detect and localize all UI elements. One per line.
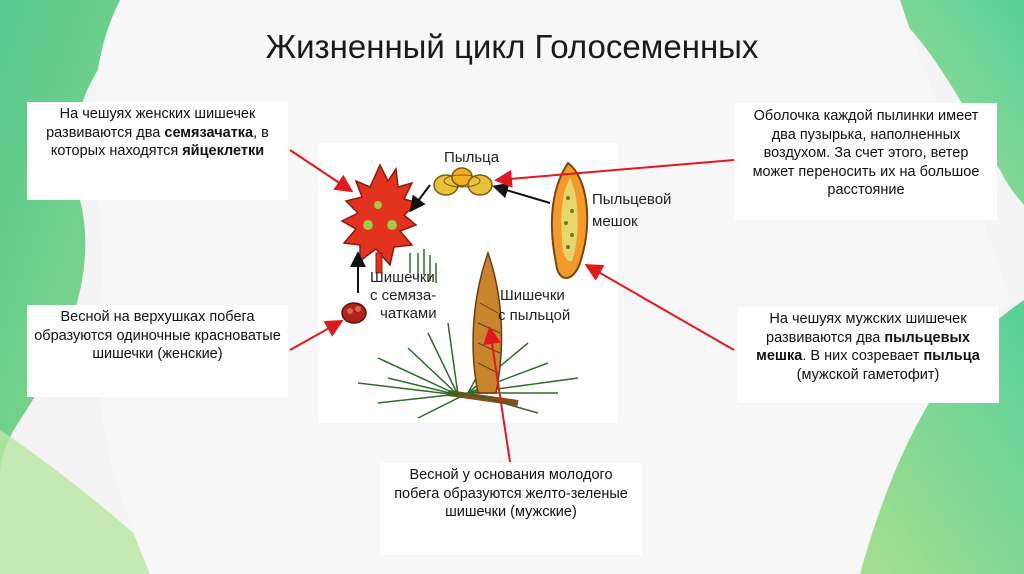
spring-top-box: Весной на верхушках побега образуются од… — [27, 305, 288, 397]
label-pollen: Пыльца — [444, 149, 500, 166]
right-top-wave-shape — [880, 0, 1024, 205]
female-scales-box: На чешуях женских шишечек развиваются дв… — [27, 102, 288, 200]
pollen-grain-drawing — [433, 167, 493, 196]
arrow-sac-to-pollen — [492, 182, 551, 204]
pine-life-cycle-figure: Пыльца Пыльцевой мешок Шишечки с семяза-… — [318, 143, 671, 423]
male-scales-text-2: . В них созревает — [802, 348, 924, 364]
figure-drawing — [340, 161, 589, 419]
female-scales-text-2: , в которых находятся — [50, 124, 269, 160]
egg-cell-term: яйцеклетки — [182, 143, 265, 159]
pollen-sac-term: пыльцевых мешка — [756, 329, 970, 365]
spring-top-text: Весной на верхушках побега образуются од… — [34, 309, 281, 362]
label-pollen-cones-2: с пыльцой — [498, 307, 571, 324]
pine-branch-drawing — [357, 249, 579, 419]
male-scales-text-1: На чешуях мужских шишечек развиваются дв… — [766, 311, 967, 346]
female-cone-scale-drawing — [340, 163, 420, 274]
pollen-shell-box: Оболочка каждой пылинки имеет два пузырь… — [735, 103, 997, 220]
left-bottom-wave-shape — [0, 430, 180, 574]
ovule-term: семязачатка — [164, 124, 254, 141]
label-seed-cones-2: с семяза- — [370, 287, 437, 304]
male-scales-box: На чешуях мужских шишечек развиваются дв… — [737, 307, 999, 403]
male-scales-text-3: (мужской гаметофит) — [796, 366, 940, 383]
label-pollen-sac-1: Пыльцевой — [592, 191, 672, 208]
page-title: Жизненный цикл Голосеменных — [265, 28, 759, 65]
pollen-sac-drawing — [550, 161, 589, 279]
label-pollen-cones-1: Шишечки — [500, 287, 565, 304]
pollen-shell-text: Оболочка каждой пылинки имеет два пузырь… — [752, 108, 980, 198]
female-cone-drawing — [341, 302, 367, 324]
female-scales-text-1: На чешуях женских шишечек развиваются дв… — [46, 106, 256, 141]
pollen-term: пыльца — [923, 348, 980, 364]
spring-base-box: Весной у основания молодого побега образ… — [380, 463, 642, 555]
arrow-pollen-to-scale — [409, 184, 431, 213]
spring-base-text: Весной у основания молодого побега образ… — [394, 467, 628, 520]
label-seed-cones-1: Шишечки — [370, 269, 435, 286]
label-pollen-sac-2: мешок — [592, 213, 638, 230]
label-seed-cones-3: чатками — [380, 305, 437, 322]
